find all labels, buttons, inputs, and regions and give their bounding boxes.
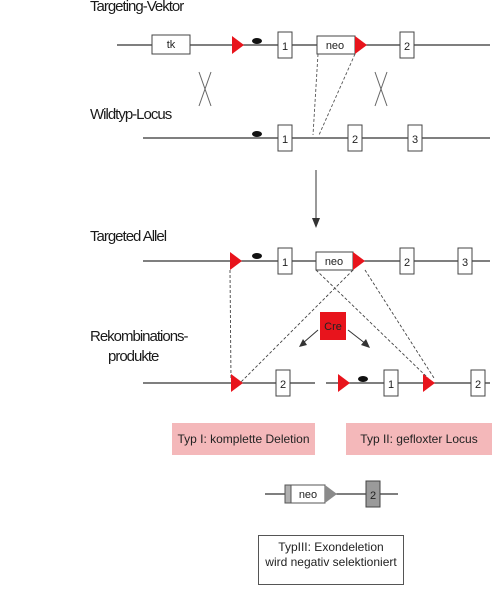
cre-label: Cre (324, 321, 342, 333)
exon-2-label: 2 (404, 257, 410, 269)
exon-3-label: 3 (462, 257, 468, 269)
exon-2-label: 2 (404, 41, 410, 53)
exon-2-shaded: 2 (365, 480, 381, 508)
loxp-site (355, 36, 367, 54)
frt-site (358, 376, 368, 382)
neo-cassette: neo (316, 35, 356, 55)
loxp-site-grey (325, 485, 337, 503)
exon-2: 2 (399, 31, 415, 59)
tk-label: tk (167, 39, 176, 51)
exon-2: 2 (347, 124, 363, 152)
loxp-site (353, 252, 365, 270)
recombination-lines (229, 269, 435, 384)
loxp-site (338, 374, 350, 392)
frt-site (252, 131, 262, 137)
type3-note: TypIII: Exondeletion wird negativ selekt… (258, 535, 404, 585)
exon-2: 2 (275, 369, 291, 397)
label-targeted-allele: Targeted Allel (90, 228, 167, 245)
exon-2-label: 2 (352, 134, 358, 146)
exon-1: 1 (277, 31, 293, 59)
crossover-left (198, 71, 212, 107)
neo-label: neo (325, 256, 343, 268)
type3-line2: wird negativ selektioniert (265, 555, 397, 569)
product-type1: 2 (143, 369, 315, 397)
loxp-site (423, 374, 435, 392)
exon-2: 2 (470, 369, 486, 397)
label-recombination-line1: Rekombinations- (90, 328, 189, 345)
type2-box: Typ II: gefloxter Locus (346, 423, 492, 455)
neo-cassette: neo (315, 251, 354, 271)
neo-label: neo (326, 40, 344, 52)
type3-line1: TypIII: Exondeletion (278, 540, 384, 554)
exon-2-label: 2 (370, 490, 376, 502)
tk-box: tk (151, 34, 191, 55)
cre-arrow-left-icon (299, 329, 319, 347)
targeted-allele-row: 1 neo 2 3 (143, 247, 490, 275)
exon-1: 1 (383, 369, 399, 397)
exon-3-label: 3 (412, 134, 418, 146)
exon-2: 2 (399, 247, 415, 275)
crossover-right (374, 71, 388, 107)
cre-arrow-right-icon (347, 329, 370, 348)
wildtype-locus-row: 1 2 3 (143, 124, 490, 152)
loxp-site (232, 36, 244, 54)
exon-3: 3 (407, 124, 423, 152)
targeting-vector-row: tk 1 neo 2 (117, 31, 490, 59)
label-targeting-vector: Targeting-Vektor (90, 0, 184, 15)
exon-1: 1 (277, 247, 293, 275)
frt-site (252, 38, 262, 44)
exon-1-label: 1 (388, 379, 394, 391)
label-recombination-line2: produkte (108, 348, 159, 365)
label-wildtype-locus: Wildtyp-Locus (90, 106, 172, 123)
product-type3: neo 2 (265, 480, 398, 508)
exon-1: 1 (277, 124, 293, 152)
neo-cassette-shaded: neo (284, 484, 326, 504)
cre-box: Cre (320, 312, 346, 340)
down-arrow-icon (312, 170, 320, 228)
exon-2-label: 2 (280, 379, 286, 391)
exon-3: 3 (457, 247, 473, 275)
neo-label: neo (299, 489, 317, 501)
loxp-site (231, 374, 243, 392)
loxp-site (230, 252, 242, 270)
exon-2-label: 2 (475, 379, 481, 391)
exon-1-label: 1 (282, 257, 288, 269)
exon-1-label: 1 (282, 41, 288, 53)
exon-1-label: 1 (282, 134, 288, 146)
frt-site (252, 253, 262, 259)
product-type2: 1 2 (326, 369, 490, 397)
type1-box: Typ I: komplette Deletion (172, 423, 315, 455)
